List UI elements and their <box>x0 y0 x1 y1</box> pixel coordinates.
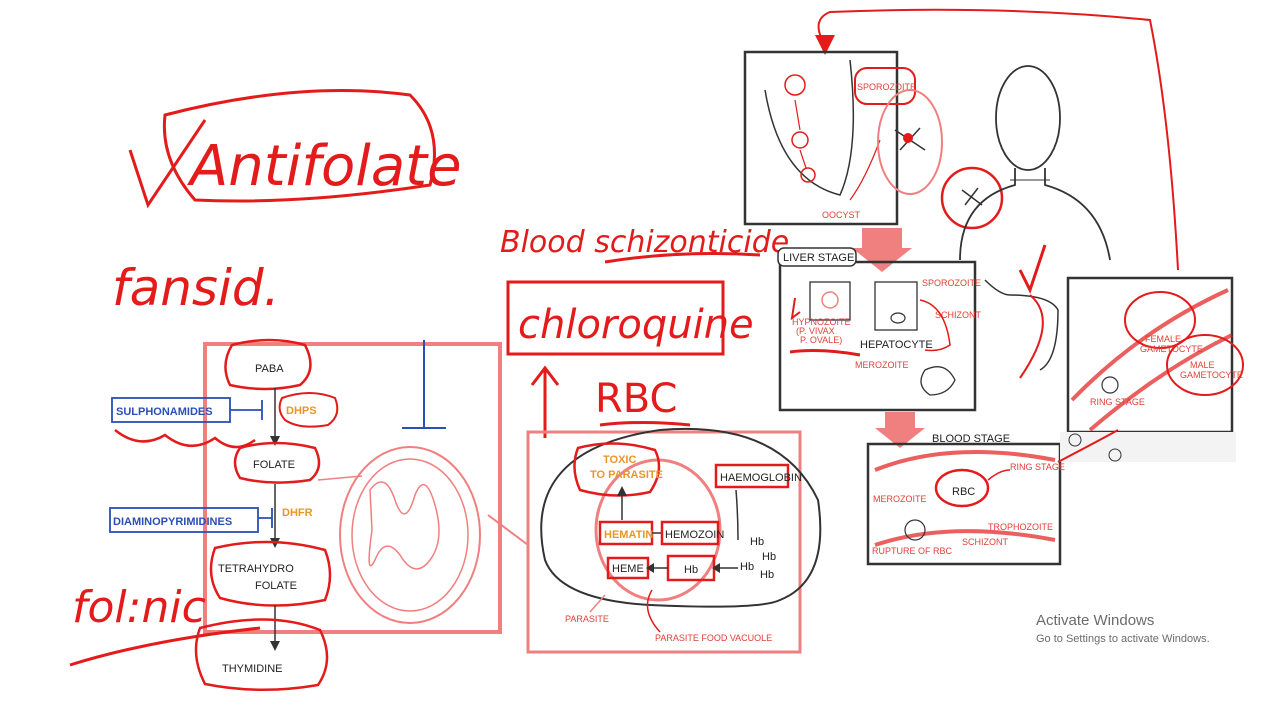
fansidar-note: fansid. <box>112 259 280 317</box>
dhps-label: DHPS <box>286 405 317 417</box>
hypnozoite-label-3: P. OVALE) <box>800 335 842 345</box>
paba-label: PABA <box>255 363 284 375</box>
watermark-subtitle: Go to Settings to activate Windows. <box>1036 633 1210 645</box>
thymidine-label: THYMIDINE <box>222 663 283 675</box>
schizont-label: SCHIZONT <box>935 310 982 320</box>
male-gametocyte-label-2: GAMETOCYTE <box>1180 370 1243 380</box>
trophozoite-label: TROPHOZOITE <box>988 522 1053 532</box>
hb-label-1: Hb <box>750 536 764 548</box>
ring-stage-label: RING STAGE <box>1010 462 1065 472</box>
diaminopyrimidines-label: DIAMINOPYRIMIDINES <box>113 516 232 528</box>
toxic-label-1: TOXIC <box>603 454 636 466</box>
male-gametocyte-label-1: MALE <box>1190 360 1215 370</box>
chloroquine-label: chloroquine <box>518 302 754 348</box>
folinic-note: fol:nic <box>72 582 206 633</box>
antifolate-title-group: Antifolate <box>128 89 462 209</box>
hypnozoite-label-1: HYPNOZOITE <box>792 317 851 327</box>
hypnozoite-label-2: (P. VIVAX <box>796 326 835 336</box>
liver-stage-label: LIVER STAGE <box>783 252 854 264</box>
haemoglobin-label: HAEMOGLOBIN <box>720 472 802 484</box>
activate-windows-watermark: Activate Windows Go to Settings to activ… <box>1036 612 1210 645</box>
merozoite-blood-label: MEROZOITE <box>873 494 927 504</box>
folate-pathway-panel: PABA DHPS SULPHONAMIDES FOLATE DHFR DIAM… <box>109 338 502 692</box>
blood-stage-label: BLOOD STAGE <box>932 433 1010 445</box>
toxic-label-2: TO PARASITE <box>590 469 663 481</box>
tetrahydrofolate-label-1: TETRAHYDRO <box>218 563 294 575</box>
hematin-label: HEMATIN <box>604 529 653 541</box>
hemozoin-label: HEMOZOIN <box>665 529 724 541</box>
sporozoite-label: SPOROZOITE <box>857 82 916 92</box>
merozoite-label: MEROZOITE <box>855 360 909 370</box>
dhfr-label: DHFR <box>282 507 313 519</box>
hb-inner-label: Hb <box>684 564 698 576</box>
female-gametocyte-label-2: GAMETOCYTE <box>1140 344 1203 354</box>
rbc-panel: TOXIC TO PARASITE HAEMOGLOBIN HEMATIN HE… <box>526 427 822 654</box>
food-vacuole-label: PARASITE FOOD VACUOLE <box>655 633 772 643</box>
hb-label-2: Hb <box>762 551 776 563</box>
rupture-label: RUPTURE OF RBC <box>872 546 953 556</box>
watermark-title: Activate Windows <box>1036 612 1155 629</box>
tetrahydrofolate-label-2: FOLATE <box>255 580 297 592</box>
rbc-heading: RBC <box>595 376 677 422</box>
rbc-blood-label: RBC <box>952 486 975 498</box>
schizont-blood-label: SCHIZONT <box>962 537 1009 547</box>
ring-stage-gametocyte-label: RING STAGE <box>1090 397 1145 407</box>
lifecycle-panel: SPOROZOITE OOCYST LIVER STAGE HYPNOZOITE… <box>743 8 1244 566</box>
parasite-label: PARASITE <box>565 614 609 624</box>
hb-label-3: Hb <box>740 561 754 573</box>
female-gametocyte-label-1: FEMALE <box>1145 334 1181 344</box>
hepatocyte-label: HEPATOCYTE <box>860 339 933 351</box>
sulphonamides-label: SULPHONAMIDES <box>116 406 213 418</box>
sporozoite-liver-label: SPOROZOITE <box>922 278 981 288</box>
hb-label-4: Hb <box>760 569 774 581</box>
antifolate-title: Antifolate <box>187 134 462 199</box>
folate-label: FOLATE <box>253 459 295 471</box>
heme-label: HEME <box>612 563 644 575</box>
oocyst-label: OOCYST <box>822 210 861 220</box>
chloroquine-group: Blood schizonticide chloroquine RBC <box>500 225 789 438</box>
